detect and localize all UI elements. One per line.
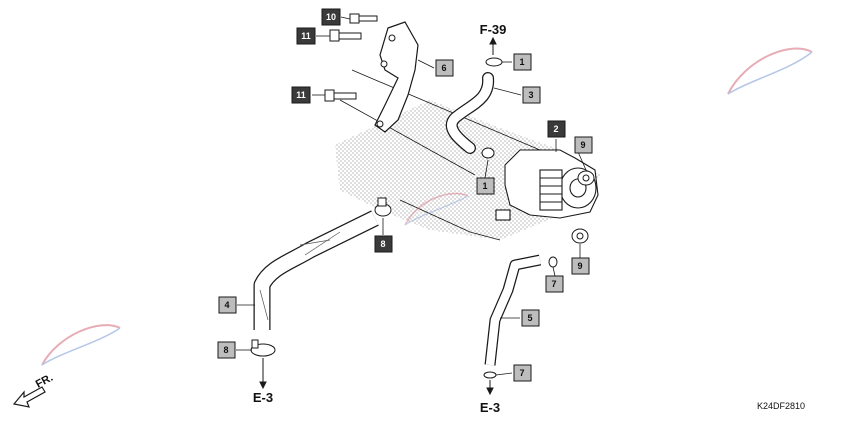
callout-1-lower: 1 (476, 177, 495, 195)
watermark-logo-top-right (727, 47, 813, 95)
bracket-hole-bottom (376, 120, 384, 128)
callout-2-label: 2 (553, 124, 558, 134)
ref-e3-right: E-3 (480, 400, 500, 415)
callout-11-lower-label: 11 (296, 90, 306, 100)
hose-4-inner (254, 211, 379, 330)
callout-8-lower-label: 8 (223, 345, 228, 355)
callout-1-upper-label: 1 (519, 57, 524, 67)
callout-7-lower: 7 (513, 364, 532, 382)
callout-4: 4 (218, 296, 237, 314)
watermark-logo-left (41, 324, 121, 366)
callout-2: 2 (547, 120, 566, 138)
bolt-10 (349, 13, 378, 24)
callout-11-lower: 11 (291, 86, 311, 104)
callout-9-upper: 9 (574, 136, 593, 154)
assembly-lines (339, 69, 541, 241)
front-label: FR. (34, 372, 55, 391)
hose-5-inner (485, 255, 541, 366)
washer-mid (481, 147, 495, 159)
nut-9-lower (571, 228, 589, 244)
callout-6-label: 6 (441, 63, 446, 73)
callout-10: 10 (321, 8, 341, 26)
hose-3-inner (447, 73, 493, 153)
fuel-pump (495, 149, 599, 221)
callout-3-label: 3 (528, 90, 533, 100)
front-arrow: FR. (12, 372, 55, 408)
clip-7-upper (548, 256, 558, 268)
callout-7-lower-label: 7 (519, 368, 524, 378)
callout-4-label: 4 (224, 300, 229, 310)
bracket-hole-top (388, 34, 396, 42)
callout-7-upper-label: 7 (551, 279, 556, 289)
callout-8-upper-label: 8 (380, 239, 385, 249)
callout-1-lower-label: 1 (482, 181, 487, 191)
drawing-code: K24DF2810 (757, 401, 805, 411)
bolt-11-upper (329, 29, 362, 42)
bracket (374, 21, 419, 133)
ref-e3-left: E-3 (253, 390, 273, 405)
washer-top (485, 57, 503, 67)
callout-11-upper: 11 (296, 27, 316, 45)
callout-5-label: 5 (527, 313, 532, 323)
leader-lines (236, 16, 587, 376)
callout-3: 3 (522, 86, 541, 104)
callout-6: 6 (435, 59, 454, 77)
callout-11-upper-label: 11 (301, 31, 311, 41)
arrow-f39 (489, 36, 497, 55)
clamp-lower (250, 339, 276, 357)
arrow-e3-left (259, 358, 267, 390)
bracket-hole-mid (380, 60, 388, 68)
callout-8-lower: 8 (217, 341, 236, 359)
clamp-upper (374, 197, 392, 217)
callout-7-upper: 7 (545, 275, 564, 293)
callout-9-lower: 9 (571, 257, 590, 275)
callout-1-upper: 1 (513, 53, 532, 71)
hose-4-texture (259, 231, 341, 321)
bolt-11-lower (324, 89, 357, 102)
callout-10-label: 10 (326, 12, 336, 22)
ref-f39: F-39 (480, 22, 507, 37)
arrow-e3-right (486, 380, 494, 396)
callout-8-upper: 8 (374, 235, 393, 253)
callout-9-upper-label: 9 (580, 140, 585, 150)
clip-7-lower (483, 371, 497, 379)
callout-9-lower-label: 9 (577, 261, 582, 271)
nut-9-upper (577, 170, 595, 186)
callout-5: 5 (521, 309, 540, 327)
watermark-logo-center (404, 192, 469, 226)
